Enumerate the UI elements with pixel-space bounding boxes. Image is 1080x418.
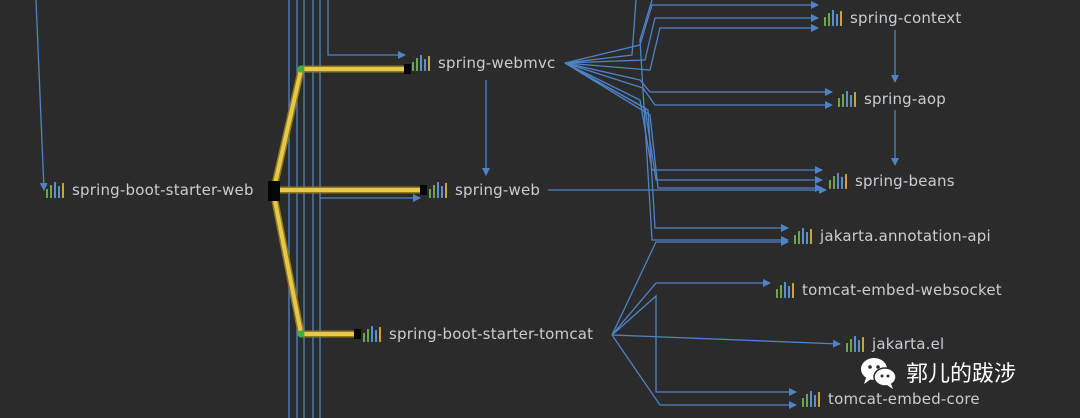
module-bars-icon: [429, 182, 449, 198]
fan-edge: [564, 14, 819, 64]
highlighted-path: [268, 64, 427, 339]
node-jakarta-annotation-api[interactable]: jakarta.annotation-api: [794, 225, 991, 247]
node-label: spring-boot-starter-web: [72, 181, 254, 199]
node-label: spring-context: [850, 9, 962, 27]
fan-edge: [564, 62, 823, 184]
endpoint-block: [354, 329, 361, 339]
watermark: 郭儿的跋涉: [858, 352, 1058, 392]
junction-dot: [297, 330, 305, 338]
node-jakarta-el[interactable]: jakarta.el: [846, 333, 944, 355]
module-bars-icon: [363, 326, 383, 342]
node-spring-beans[interactable]: spring-beans: [829, 170, 955, 192]
fan-edge: [564, 62, 823, 174]
module-bars-icon: [838, 91, 858, 107]
node-label: spring-web: [455, 181, 541, 199]
node-label: spring-beans: [855, 172, 955, 190]
endpoint-block: [404, 64, 411, 74]
node-label: jakarta.el: [872, 335, 945, 353]
node-label: jakarta.annotation-api: [820, 227, 991, 245]
tomcat-fan-edge: [611, 334, 841, 348]
node-spring-web[interactable]: spring-web: [429, 179, 540, 201]
module-bars-icon: [846, 336, 866, 352]
node-label: spring-aop: [864, 90, 947, 108]
edge-to-starter-web: [35, 0, 48, 191]
fan-edge: [564, 1, 819, 64]
module-bars-icon: [412, 55, 432, 71]
junction-dot: [297, 65, 305, 73]
fan-edge: [639, 0, 789, 244]
endpoint-block: [420, 185, 427, 195]
node-label: spring-boot-starter-tomcat: [389, 325, 594, 343]
highlight-edge: [272, 195, 303, 334]
wechat-icon: [861, 358, 897, 389]
module-bars-icon: [794, 228, 814, 244]
node-spring-boot-starter-tomcat[interactable]: spring-boot-starter-tomcat: [363, 323, 593, 345]
watermark-text: 郭儿的跋涉: [906, 362, 1017, 387]
fan-edge: [564, 62, 823, 192]
node-label: tomcat-embed-core: [828, 390, 980, 408]
highlight-edge: [272, 69, 303, 189]
node-spring-webmvc[interactable]: spring-webmvc: [412, 52, 555, 74]
fan-edge: [564, 62, 833, 109]
tomcat-fan-edge: [611, 279, 771, 336]
edge-to-webmvc: [327, 40, 406, 59]
node-tomcat-embed-websocket[interactable]: tomcat-embed-websocket: [776, 279, 1002, 301]
node-spring-aop[interactable]: spring-aop: [838, 88, 946, 110]
tomcat-fan-edge: [611, 238, 789, 336]
fan-edge: [564, 0, 637, 64]
fan-edge: [564, 62, 789, 232]
node-tomcat-embed-core[interactable]: tomcat-embed-core: [802, 388, 980, 410]
fan-edge: [564, 24, 819, 71]
node-label: spring-webmvc: [438, 54, 556, 72]
node-spring-context[interactable]: spring-context: [824, 7, 961, 29]
module-bars-icon: [802, 391, 822, 407]
module-bars-icon: [829, 173, 849, 189]
tomcat-fan-edge: [611, 294, 797, 396]
node-spring-boot-starter-web[interactable]: spring-boot-starter-web: [46, 179, 254, 201]
junction-block: [268, 181, 280, 201]
edges: [35, 0, 899, 418]
module-bars-icon: [824, 10, 844, 26]
fan-edge: [564, 62, 833, 96]
module-bars-icon: [46, 182, 66, 198]
node-label: tomcat-embed-websocket: [802, 281, 1002, 299]
tomcat-fan-edge: [611, 334, 797, 409]
module-bars-icon: [776, 282, 796, 298]
